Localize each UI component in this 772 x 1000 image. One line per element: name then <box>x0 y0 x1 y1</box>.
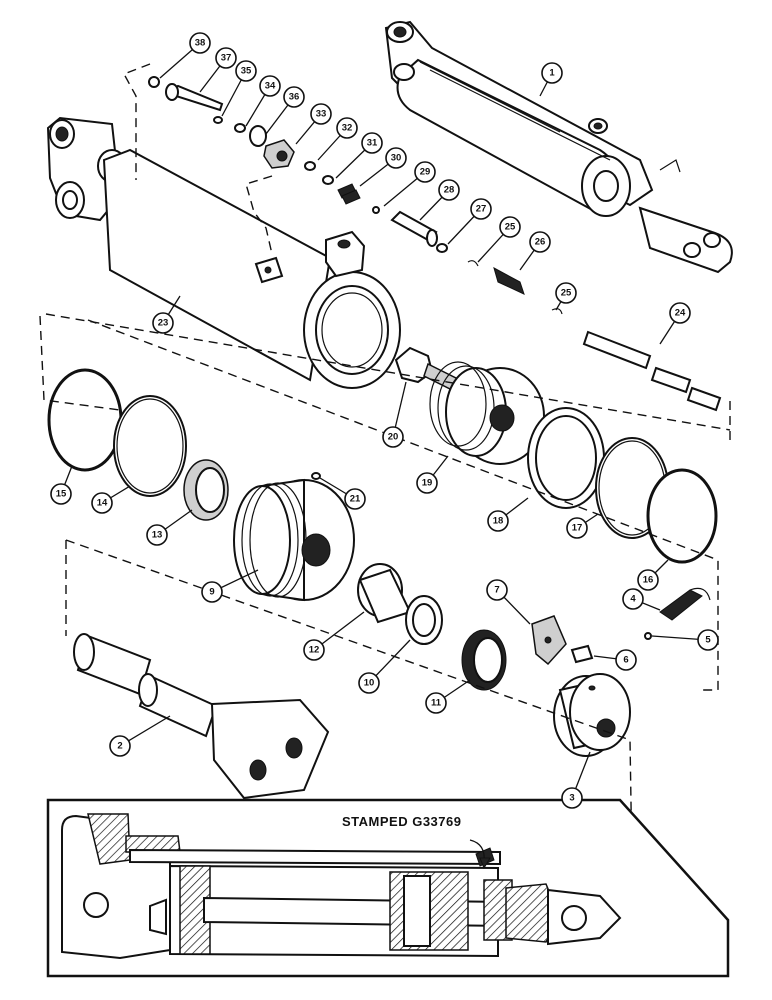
callout-number: 16 <box>643 575 654 586</box>
callout-circle <box>344 488 366 510</box>
callout-number: 19 <box>422 478 433 489</box>
callout-circle <box>336 117 358 139</box>
callout-number: 36 <box>289 92 300 103</box>
callout-number: 1 <box>549 68 555 79</box>
callout-circle <box>529 231 551 253</box>
callout-circle <box>358 672 380 694</box>
callout-circle <box>382 426 404 448</box>
callout-circle <box>91 492 113 514</box>
callout-circle <box>541 62 563 84</box>
callout-circle <box>152 312 174 334</box>
callout-circle <box>425 692 447 714</box>
inset-stamp-label: STAMPED G33769 <box>342 814 461 829</box>
callout-number: 24 <box>675 308 686 319</box>
callout-number: 4 <box>630 594 636 605</box>
callout-number: 29 <box>420 167 431 178</box>
small-parts <box>148 76 563 315</box>
callout-number: 13 <box>152 530 163 541</box>
callout-circle <box>669 302 691 324</box>
callout-circle <box>109 735 131 757</box>
callout-circle <box>561 787 583 809</box>
callout-circle <box>414 161 436 183</box>
callout-number: 6 <box>623 655 628 666</box>
callout-number: 34 <box>265 81 276 92</box>
callout-circle <box>385 147 407 169</box>
callout-number: 7 <box>494 585 499 596</box>
callout-number: 20 <box>388 432 399 443</box>
callout-circle <box>235 60 257 82</box>
callout-number: 28 <box>444 185 455 196</box>
callout-number: 15 <box>56 489 67 500</box>
callout-circle <box>637 569 659 591</box>
callout-number: 31 <box>367 138 378 149</box>
callout-number: 17 <box>572 523 583 534</box>
assembled-cylinder <box>384 20 733 274</box>
gland-group <box>233 472 507 691</box>
callout-circle <box>487 510 509 532</box>
callout-number: 5 <box>705 635 711 646</box>
callout-circle <box>215 47 237 69</box>
lower-right-parts <box>531 587 711 757</box>
callout-number: 12 <box>309 645 320 656</box>
callout-number: 32 <box>342 123 353 134</box>
callout-number: 30 <box>391 153 402 164</box>
callout-number: 37 <box>221 53 232 64</box>
callout-circle <box>201 581 223 603</box>
callout-number: 11 <box>431 698 442 709</box>
piston-rod <box>73 633 330 800</box>
callout-number: 9 <box>209 587 214 598</box>
callout-labels: 1234567910111213141516171819202123242525… <box>50 32 719 809</box>
callout-circle <box>615 649 637 671</box>
callout-circle <box>189 32 211 54</box>
stamp-arrow-head <box>479 857 491 870</box>
callout-circle <box>499 216 521 238</box>
callout-circle <box>50 483 72 505</box>
callout-number: 33 <box>316 109 327 120</box>
callout-circle <box>303 639 325 661</box>
seal-rings <box>47 368 718 564</box>
callout-number: 14 <box>97 498 108 509</box>
callout-number: 27 <box>476 204 487 215</box>
cylinder-barrel <box>46 116 401 389</box>
callout-number: 25 <box>561 288 572 299</box>
callout-circle <box>622 588 644 610</box>
callout-circle <box>146 524 168 546</box>
inset-cross-section <box>46 798 730 978</box>
callout-number: 18 <box>493 516 504 527</box>
callout-circle <box>555 282 577 304</box>
callout-number: 35 <box>241 66 252 77</box>
callout-number: 26 <box>535 237 546 248</box>
callout-number: 2 <box>117 741 122 752</box>
callout-circle <box>566 517 588 539</box>
callout-number: 23 <box>158 318 169 329</box>
callout-number: 38 <box>195 38 206 49</box>
callout-circle <box>310 103 332 125</box>
callout-number: 21 <box>350 494 361 505</box>
callout-circle <box>438 179 460 201</box>
callout-number: 10 <box>364 678 375 689</box>
callout-circle <box>259 75 281 97</box>
callout-circle <box>486 579 508 601</box>
callout-circle <box>361 132 383 154</box>
callout-number: 3 <box>569 793 574 804</box>
callout-circle <box>416 472 438 494</box>
callout-circle <box>470 198 492 220</box>
callout-circle <box>697 629 719 651</box>
callout-circle <box>283 86 305 108</box>
callout-number: 25 <box>505 222 516 233</box>
